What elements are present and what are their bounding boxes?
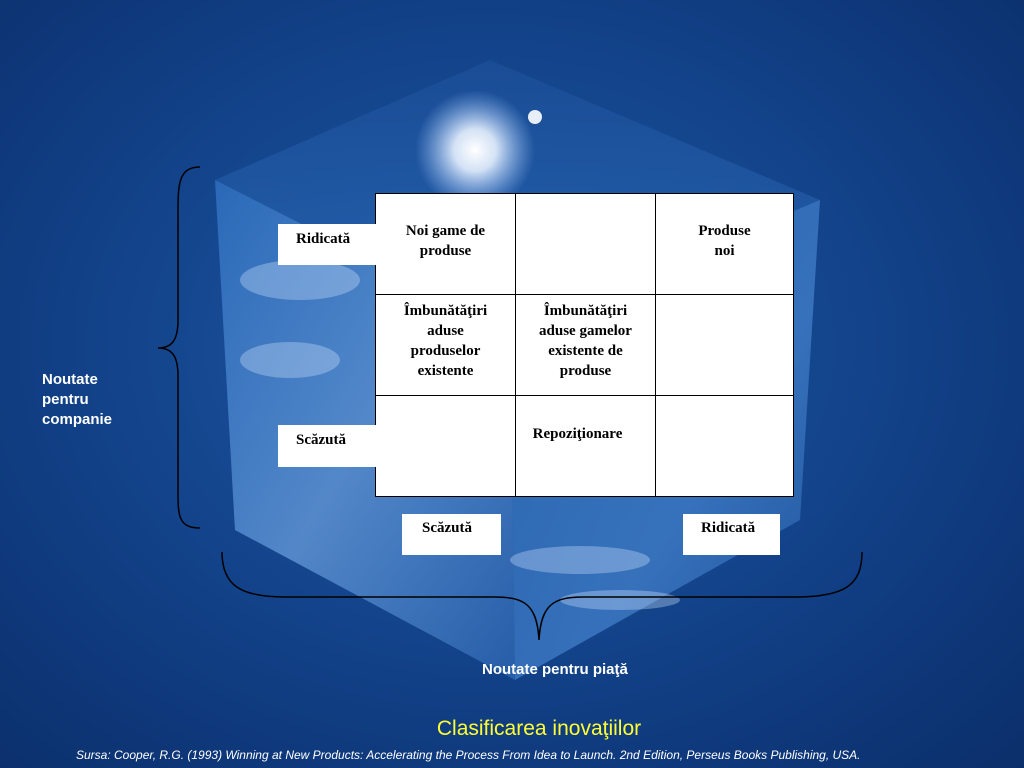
matrix-cell-r3-c1: [376, 396, 515, 496]
source-citation: Sursa: Cooper, R.G. (1993) Winning at Ne…: [76, 748, 861, 762]
matrix-cell-text: Repoziţionare: [532, 426, 623, 442]
matrix-cell-r3-c3: [656, 396, 793, 496]
slide-title: Clasificarea inovaţiilor: [436, 717, 642, 740]
matrix-divider: [376, 395, 793, 396]
matrix-cell-text: Îmbunătăţiri aduse gamelor existente de …: [539, 303, 632, 379]
matrix-cell-r2-c2: Îmbunătăţiri aduse gamelor existente de …: [516, 295, 655, 395]
x-axis-low-label: Scăzută: [402, 514, 501, 555]
x-axis-low-text: Scăzută: [422, 520, 472, 536]
left-brace: [157, 166, 201, 529]
y-axis-high-label: Ridicată: [278, 224, 376, 265]
bottom-brace: [221, 551, 863, 641]
matrix-divider: [376, 294, 793, 295]
x-axis-high-text: Ridicată: [701, 520, 756, 536]
y-axis-low-text: Scăzută: [296, 432, 346, 448]
matrix-cell-text: Noi game de produse: [405, 223, 486, 259]
matrix-cell-text: Produse noi: [698, 223, 751, 259]
matrix-cell-r2-c1: Îmbunătăţiri aduse produselor existente: [376, 295, 515, 395]
y-axis-low-label: Scăzută: [278, 425, 376, 467]
matrix-cell-text: Îmbunătăţiri aduse produselor existente: [403, 303, 488, 379]
matrix-cell-r1-c1: Noi game de produse: [376, 194, 515, 294]
y-axis-title: Noutate pentru companie: [42, 371, 113, 428]
matrix-cell-r1-c2: [516, 194, 655, 294]
y-axis-high-text: Ridicată: [296, 231, 351, 247]
matrix-cell-r2-c3: [656, 295, 793, 395]
x-axis-title: Noutate pentru piaţă: [482, 661, 628, 678]
matrix-cell-r3-c2: Repoziţionare: [516, 396, 655, 496]
matrix-cell-r1-c3: Produse noi: [656, 194, 793, 294]
innovation-matrix: Noi game de produse Produse noi Îmbunătă…: [375, 193, 794, 497]
x-axis-high-label: Ridicată: [683, 514, 780, 555]
matrix-divider: [515, 194, 516, 496]
matrix-divider: [655, 194, 656, 496]
